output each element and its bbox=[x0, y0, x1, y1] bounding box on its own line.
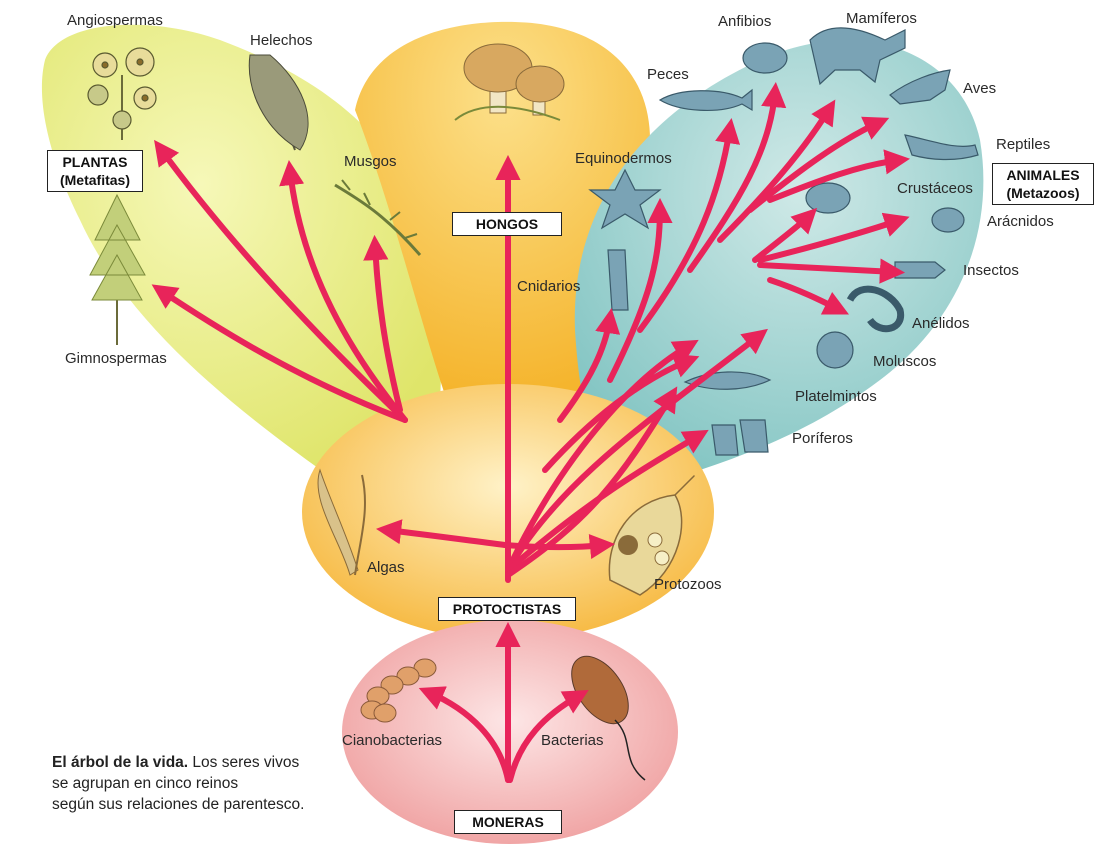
label-anfibios: Anfibios bbox=[718, 13, 772, 30]
label-gimnospermas: Gimnospermas bbox=[65, 350, 167, 367]
moneras-box: MONERAS bbox=[454, 810, 562, 834]
label-bacterias: Bacterias bbox=[541, 732, 604, 749]
pez-illustration bbox=[658, 88, 753, 112]
angiospermas-illustration bbox=[87, 47, 157, 140]
caracol-illustration bbox=[816, 331, 854, 369]
protozoo-illustration bbox=[608, 475, 695, 596]
caption-line2: se agrupan en cinco reinos bbox=[52, 775, 239, 792]
protoctistas-label: PROTOCTISTAS bbox=[452, 601, 562, 617]
label-algas: Algas bbox=[367, 559, 405, 576]
label-anelidos: Anélidos bbox=[912, 315, 970, 332]
cangrejo-illustration bbox=[805, 182, 851, 214]
label-protozoos: Protozoos bbox=[654, 576, 722, 593]
label-cnidarios: Cnidarios bbox=[517, 278, 581, 295]
label-platelmintos: Platelmintos bbox=[795, 388, 877, 405]
label-moluscos: Moluscos bbox=[873, 353, 937, 370]
label-reptiles: Reptiles bbox=[996, 136, 1051, 153]
label-angiospermas: Angiospermas bbox=[67, 12, 163, 29]
porifero-illustration bbox=[711, 419, 769, 456]
label-insectos: Insectos bbox=[963, 262, 1019, 279]
plantas-sublabel: (Metafitas) bbox=[59, 172, 130, 188]
label-musgos: Musgos bbox=[344, 153, 397, 170]
animales-sublabel: (Metazoos) bbox=[1006, 185, 1080, 201]
moneras-label: MONERAS bbox=[472, 814, 544, 830]
ave-illustration bbox=[889, 69, 951, 105]
label-mamiferos: Mamíferos bbox=[846, 10, 917, 27]
animales-box: ANIMALES (Metazoos) bbox=[992, 163, 1094, 205]
animales-label: ANIMALES bbox=[1006, 167, 1080, 183]
anelido-illustration bbox=[846, 285, 905, 333]
helechos-illustration bbox=[248, 54, 309, 151]
hongos-box: HONGOS bbox=[452, 212, 562, 236]
label-cianobacterias: Cianobacterias bbox=[342, 732, 443, 749]
caption-line3: según sus relaciones de parentesco. bbox=[52, 796, 305, 813]
label-helechos: Helechos bbox=[250, 32, 313, 49]
insecto-illustration bbox=[894, 261, 946, 279]
arrows bbox=[151, 81, 911, 783]
caption-line1: Los seres vivos bbox=[188, 754, 300, 771]
algas-illustration bbox=[317, 468, 366, 576]
plantas-label: PLANTAS bbox=[62, 154, 128, 170]
caballo-illustration bbox=[809, 27, 906, 86]
protoctistas-box: PROTOCTISTAS bbox=[438, 597, 576, 621]
animal-illustrations bbox=[588, 27, 979, 456]
label-aves: Aves bbox=[963, 80, 997, 97]
label-poriferos: Poríferos bbox=[792, 430, 853, 447]
caption-title: El árbol de la vida. bbox=[52, 754, 189, 771]
hongos-label: HONGOS bbox=[475, 216, 539, 232]
arana-illustration bbox=[931, 207, 965, 233]
caption: El árbol de la vida. Los seres vivos se … bbox=[52, 752, 352, 815]
label-aracnidos: Arácnidos bbox=[987, 213, 1054, 230]
hongos-illustration bbox=[454, 43, 565, 121]
label-peces: Peces bbox=[647, 66, 689, 83]
cianobacterias-illustration bbox=[360, 658, 437, 723]
rana-illustration bbox=[742, 42, 788, 74]
reptil-illustration bbox=[904, 134, 979, 161]
musgos-illustration bbox=[334, 179, 422, 256]
gimnospermas-illustration bbox=[89, 193, 146, 345]
cnidario-illustration bbox=[607, 249, 629, 311]
plantas-box: PLANTAS (Metafitas) bbox=[47, 150, 143, 192]
label-equinodermos: Equinodermos bbox=[575, 150, 672, 167]
equinodermo-illustration bbox=[588, 168, 662, 230]
label-crustaceos: Crustáceos bbox=[897, 180, 973, 197]
